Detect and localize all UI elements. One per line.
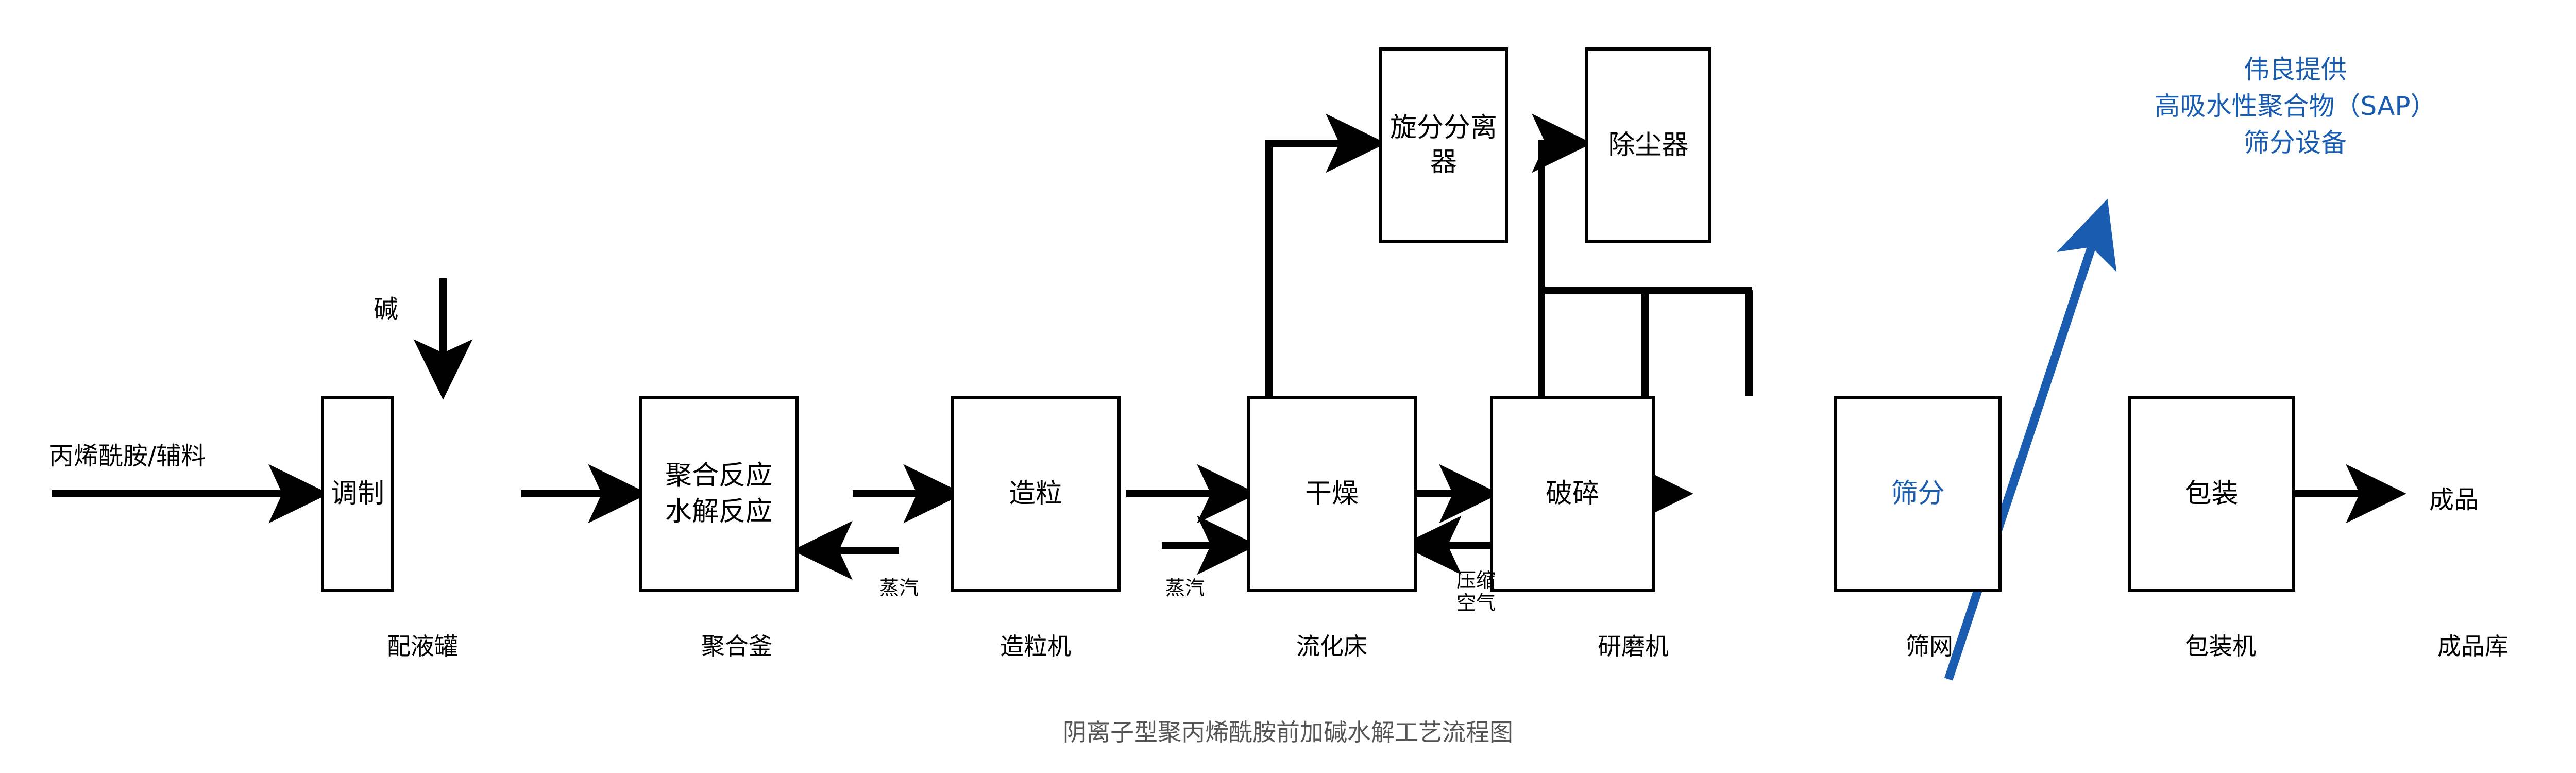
node-screening-label: 筛分 bbox=[1891, 478, 1945, 509]
node-crushing[interactable]: 破碎 bbox=[1490, 396, 1655, 592]
equipment-caption-polymerization: 聚合釜 bbox=[701, 632, 772, 660]
label-compressed-air: 压缩 空气 bbox=[1456, 569, 1496, 614]
label-steam-ganzao: 蒸汽 bbox=[1165, 577, 1205, 599]
equipment-caption-tiaozhi: 配液罐 bbox=[387, 632, 458, 660]
node-drying[interactable]: 干燥 bbox=[1247, 396, 1417, 592]
equipment-caption-granulation: 造粒机 bbox=[1000, 632, 1071, 660]
node-packaging[interactable]: 包装 bbox=[2128, 396, 2295, 592]
supplier-annotation-line1: 伟良提供 bbox=[2244, 55, 2347, 85]
equipment-caption-packaging: 包装机 bbox=[2185, 632, 2256, 660]
node-packaging-label: 包装 bbox=[2184, 478, 2239, 509]
node-dust-collector[interactable]: 除尘器 bbox=[1585, 47, 1711, 243]
pipe-header-to-duster bbox=[1532, 113, 1592, 290]
node-crushing-label: 破碎 bbox=[1545, 478, 1599, 509]
node-screening[interactable]: 筛分 bbox=[1834, 396, 2002, 592]
supplier-annotation: 伟良提供 高吸水性聚合物（SAP） 筛分设备 bbox=[2154, 52, 2436, 161]
label-alkali-input: 碱 bbox=[374, 295, 399, 324]
node-drying-label: 干燥 bbox=[1304, 478, 1359, 509]
node-tiaozhi[interactable]: 调制 bbox=[321, 396, 394, 592]
node-polymerization[interactable]: 聚合反应 水解反应 bbox=[639, 396, 799, 592]
node-cyclone-separator-label: 旋分分离器 bbox=[1389, 112, 1497, 178]
equipment-caption-crushing: 研磨机 bbox=[1598, 632, 1669, 660]
node-polymerization-label-line1: 聚合反应 bbox=[665, 460, 772, 491]
label-compressed-air-line2: 空气 bbox=[1456, 591, 1496, 614]
node-tiaozhi-label: 调制 bbox=[330, 478, 384, 509]
node-cyclone-separator[interactable]: 旋分分离器 bbox=[1379, 47, 1508, 243]
node-polymerization-label-line2: 水解反应 bbox=[665, 496, 772, 527]
supplier-annotation-line2: 高吸水性聚合物（SAP） bbox=[2154, 91, 2436, 121]
node-granulation-label: 造粒 bbox=[1008, 478, 1062, 509]
product-store-caption: 成品库 bbox=[2437, 632, 2509, 660]
supplier-annotation-line3: 筛分设备 bbox=[2244, 128, 2347, 158]
node-granulation[interactable]: 造粒 bbox=[951, 396, 1121, 592]
equipment-caption-drying: 流化床 bbox=[1296, 632, 1367, 660]
label-compressed-air-line1: 压缩 bbox=[1456, 569, 1496, 592]
blue-arrow-to-screening bbox=[1944, 198, 2117, 681]
label-steam-juhe: 蒸汽 bbox=[879, 577, 919, 599]
label-product-output: 成品 bbox=[2429, 485, 2479, 514]
node-dust-collector-label: 除尘器 bbox=[1608, 129, 1689, 161]
figure-caption: 阴离子型聚丙烯酰胺前加碱水解工艺流程图 bbox=[1063, 718, 1513, 746]
label-feed-input: 丙烯酰胺/辅料 bbox=[49, 442, 206, 470]
equipment-caption-screening: 筛网 bbox=[1906, 632, 1953, 660]
pipe-ganzao-to-cyclone bbox=[1265, 113, 1386, 396]
